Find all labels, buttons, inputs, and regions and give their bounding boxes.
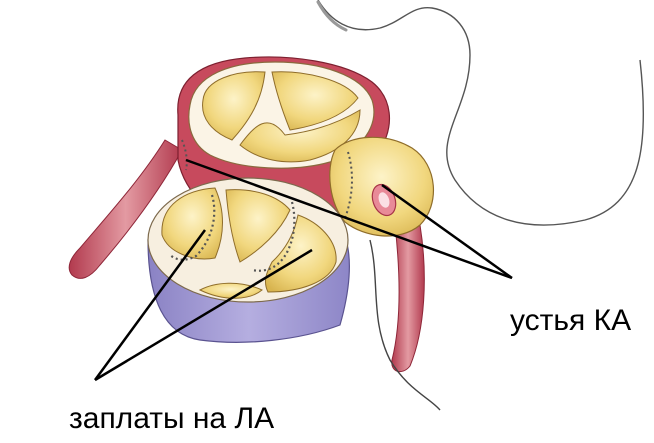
label-pa-patches: заплаты на ЛА: [69, 404, 274, 434]
label-coronary-ostia: устья КА: [510, 306, 631, 336]
right-coronary-vessel: [392, 225, 425, 372]
